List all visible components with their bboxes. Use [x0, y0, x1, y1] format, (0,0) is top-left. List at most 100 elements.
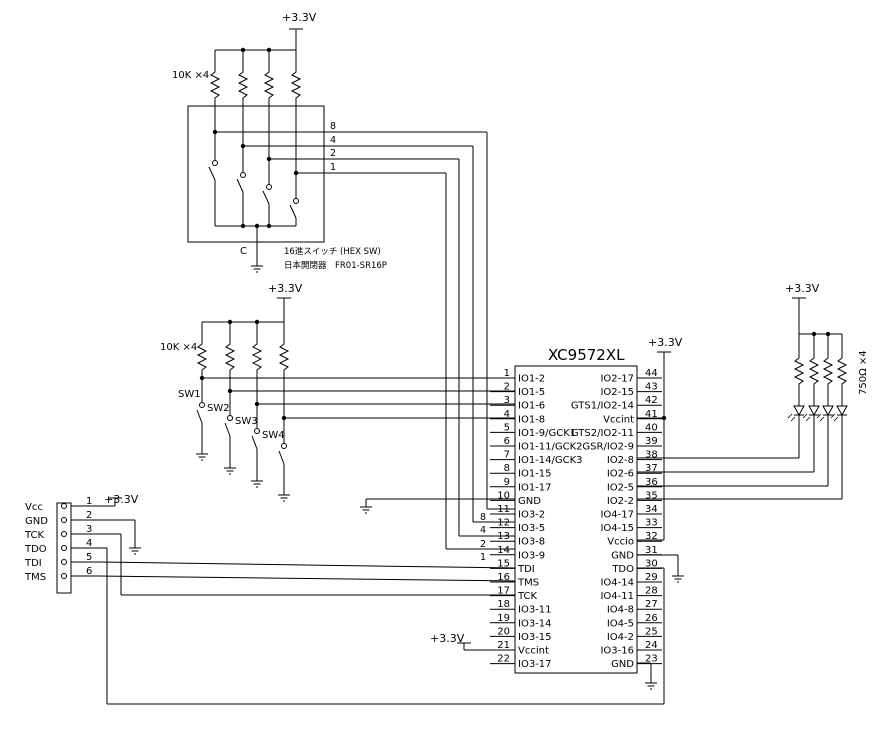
led-3-icon [816, 405, 834, 422]
top-power-label: +3.3V [282, 11, 317, 24]
bus-label-8: 8 [480, 512, 486, 523]
chip-pin-14-number: 14 [497, 545, 510, 556]
resistor-label-10k-top: 10K ×4 [172, 70, 209, 81]
hex-switch-box [187, 105, 325, 243]
chip-pin-10-name: GND [518, 496, 541, 507]
hex-switch-ground-symbol [250, 257, 264, 273]
vccint-power-symbol: +3.3V [648, 336, 683, 418]
pullup-resistor-sw-2 [225, 333, 235, 381]
chip-pin-27-number: 27 [645, 599, 658, 610]
chip-pin-36-name: IO2-5 [607, 482, 634, 493]
jtag-signal-tdi: TDI [24, 558, 42, 569]
led-resistor-4 [837, 347, 847, 395]
chip-pin-31-name: GND [611, 550, 634, 561]
chip-pin-22-number: 22 [497, 654, 510, 665]
sw2-ground-symbol [223, 459, 237, 475]
pullup-resistor-hex-1 [210, 61, 220, 109]
jtag-pin-4-number: 4 [86, 538, 92, 549]
sw3-ground-symbol [250, 472, 264, 488]
pin23-ground-symbol [644, 674, 658, 690]
chip-pin-8-number: 8 [504, 463, 510, 474]
pin31-ground-symbol [671, 567, 685, 583]
chip-pin-10-number: 10 [497, 490, 510, 501]
chip-pin-30-number: 30 [645, 558, 658, 569]
switch-power-label: +3.3V [268, 282, 303, 295]
hex-switch-name-line2: 日本開閉器 FR01-SR16P [284, 260, 387, 271]
chip-pin-1-name: IO1-2 [518, 374, 545, 385]
led-resistor-1 [794, 347, 804, 395]
chip-pin-4-number: 4 [504, 409, 510, 420]
led-power-symbol: +3.3V [785, 282, 820, 334]
chip-pin-25-name: IO4-2 [607, 632, 634, 643]
chip-pin-34-name: IO4-17 [600, 510, 634, 521]
jtag-power-label: +3.3V [104, 493, 139, 506]
chip-pin-37-name: IO2-6 [607, 469, 634, 480]
bus-label-1: 1 [480, 552, 486, 563]
chip-pin-35-name: IO2-2 [607, 496, 634, 507]
chip-pin-33-number: 33 [645, 518, 658, 529]
hex-common-label: C [240, 246, 247, 257]
chip-pin-2-number: 2 [504, 382, 510, 393]
chip-pin-21-number: 21 [497, 640, 510, 651]
chip-pin-12-number: 12 [497, 518, 510, 529]
vccint-power-label: +3.3V [648, 336, 683, 349]
jtag-signal-tdo: TDO [24, 544, 47, 555]
chip-pin-2-name: IO1-5 [518, 387, 545, 398]
jtag-pin-1-number: 1 [86, 496, 92, 507]
chip-pin-17-name: TCK [517, 591, 538, 602]
hex-bit-8-label: 8 [330, 121, 336, 132]
led-power-label: +3.3V [785, 282, 820, 295]
chip-pin-6-number: 6 [504, 436, 510, 447]
chip-pin-23-name: GND [611, 659, 634, 670]
chip-pin-29-number: 29 [645, 572, 658, 583]
chip-pin-27-name: IO4-8 [607, 605, 634, 616]
chip-pin-19-number: 19 [497, 613, 510, 624]
chip-pin-34-number: 34 [645, 504, 658, 515]
pullup-resistor-sw-4 [279, 333, 289, 381]
jtag-signal-vcc: Vcc [25, 502, 43, 513]
chip-pin-40-number: 40 [645, 422, 658, 433]
chip-pin-8-name: IO1-15 [518, 469, 552, 480]
resistor-label-750: 750Ω ×4 [858, 350, 869, 395]
hex-bit-2-label: 2 [330, 148, 336, 159]
led-1-icon [787, 405, 805, 422]
chip-pin-43-number: 43 [645, 382, 658, 393]
chip-pin-43-name: IO2-15 [600, 387, 634, 398]
chip-pin-7-number: 7 [504, 450, 510, 461]
led-4-icon [830, 405, 848, 422]
chip-pin-42-number: 42 [645, 395, 658, 406]
pullup-resistor-sw-3 [252, 333, 262, 381]
jtag-signal-tms: TMS [24, 572, 46, 583]
resistor-label-10k-switch: 10K ×4 [160, 342, 197, 353]
hex-bit-1-label: 1 [330, 162, 336, 173]
chip-pin-41-name: Vccint [603, 414, 634, 425]
chip-pin-18-name: IO3-11 [518, 605, 552, 616]
chip-pin-32-name: Vccio [607, 537, 634, 548]
chip-pin-22-name: IO3-17 [518, 659, 552, 670]
jtag-pin-3-number: 3 [86, 524, 92, 535]
pin10-ground-symbol [359, 498, 373, 514]
chip-pin-19-name: IO3-14 [518, 618, 552, 629]
chip-pin-3-name: IO1-6 [518, 401, 545, 412]
chip-pin-44-name: IO2-17 [600, 374, 634, 385]
chip-pin-6-name: IO1-11/GCK2 [518, 442, 583, 453]
chip-pin-28-number: 28 [645, 586, 658, 597]
led-2-icon [802, 405, 820, 422]
bus-label-4: 4 [480, 525, 486, 536]
chip-pin-31-number: 31 [645, 545, 658, 556]
jtag-signal-gnd: GND [25, 516, 48, 527]
hex-switch-name-line1: 16進スイッチ (HEX SW) [284, 247, 381, 257]
led-resistor-2 [809, 347, 819, 395]
sw4-label: SW4 [262, 430, 285, 441]
jtag-pin-6-number: 6 [86, 566, 92, 577]
chip-pin-44-number: 44 [645, 368, 658, 379]
chip-pin-24-number: 24 [645, 640, 658, 651]
chip-pin-20-name: IO3-15 [518, 632, 552, 643]
chip-pin-25-number: 25 [645, 626, 658, 637]
pushbutton-switches [196, 402, 287, 487]
chip-pin-37-number: 37 [645, 463, 658, 474]
sw1-label: SW1 [178, 389, 201, 400]
chip-pin-32-number: 32 [645, 531, 658, 542]
chip-pin-14-name: IO3-9 [518, 550, 545, 561]
